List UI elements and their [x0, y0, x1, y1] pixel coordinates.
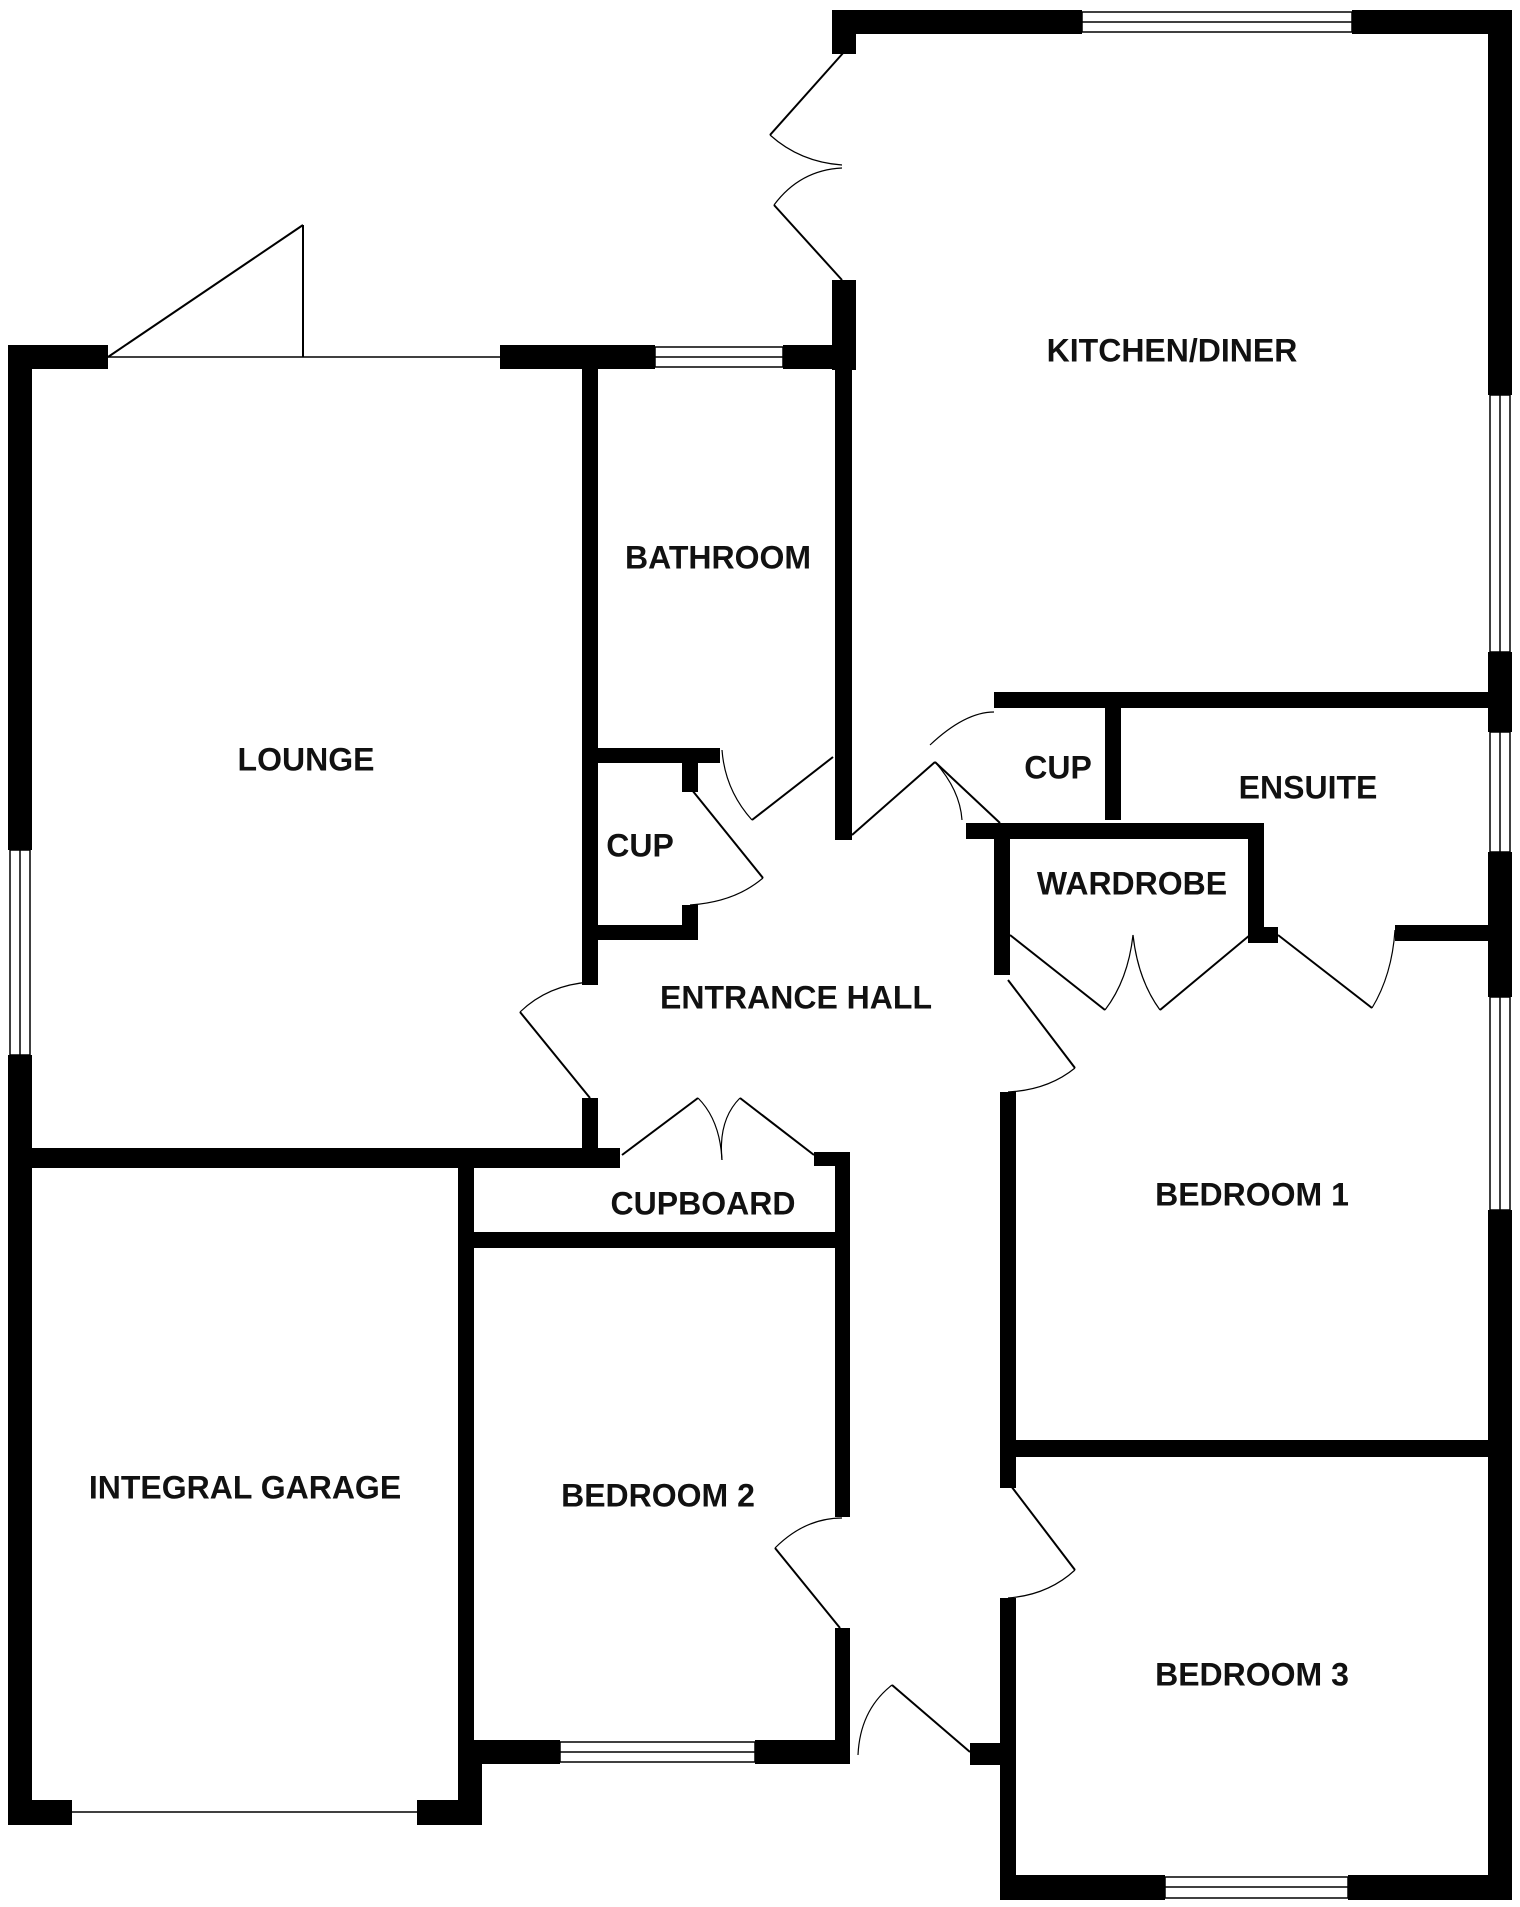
wall: [682, 762, 698, 792]
wall: [8, 1148, 620, 1168]
wall: [682, 905, 698, 940]
wall: [783, 345, 856, 369]
door-swing-arc: [773, 167, 843, 206]
label-ensuite: ENSUITE: [1239, 769, 1378, 805]
wall: [966, 823, 1261, 839]
room-labels: KITCHEN/DINER BATHROOM LOUNGE CUP CUP EN…: [89, 332, 1378, 1692]
wall: [835, 360, 852, 840]
wall: [500, 345, 655, 369]
wall: [832, 10, 1082, 34]
wall: [832, 10, 856, 54]
wall: [1488, 852, 1512, 997]
openings: [72, 356, 500, 1813]
doors: [107, 51, 1396, 1756]
wall: [994, 823, 1010, 975]
label-wardrobe: WARDROBE: [1037, 865, 1227, 901]
door-leaf: [107, 224, 304, 358]
door-leaf: [1007, 979, 1076, 1069]
wall: [582, 1098, 598, 1148]
wall: [1000, 1875, 1165, 1900]
wall: [755, 1740, 850, 1764]
door-leaf: [891, 1684, 971, 1753]
wall: [458, 1165, 474, 1755]
label-bathroom: BATHROOM: [625, 539, 811, 575]
wall: [1395, 925, 1512, 941]
door-swing-arc: [1132, 934, 1161, 1011]
wall: [582, 748, 720, 763]
door-leaf: [1007, 1481, 1076, 1571]
wall: [474, 1740, 560, 1764]
wall: [8, 1055, 32, 1825]
door-leaf: [1159, 934, 1251, 1011]
door-swing-arc: [1371, 929, 1396, 1009]
wall: [1000, 1092, 1016, 1488]
label-bedroom-2: BEDROOM 2: [561, 1477, 755, 1513]
door-swing-arc: [857, 1684, 893, 1756]
wall: [1488, 10, 1512, 395]
door-swing-arc: [519, 981, 591, 1013]
wall: [994, 692, 1512, 708]
wall: [970, 1743, 1016, 1765]
windows: [9, 11, 1511, 1899]
door-leaf: [691, 789, 764, 879]
door-swing-arc: [929, 711, 995, 746]
wall: [835, 1152, 850, 1517]
label-cupboard: CUPBOARD: [611, 1185, 796, 1221]
wall: [1348, 1875, 1512, 1900]
door-swing-arc: [1104, 934, 1134, 1011]
wall: [582, 360, 598, 985]
door-swing-arc: [721, 749, 753, 821]
door-swing-arc: [689, 877, 764, 906]
wall: [1488, 1210, 1512, 1900]
label-cup-bedroom: CUP: [1024, 749, 1092, 785]
door-leaf: [739, 1097, 815, 1156]
door-leaf: [773, 204, 843, 281]
door-leaf: [1277, 934, 1373, 1009]
door-leaf: [934, 761, 1001, 824]
wall: [1000, 1440, 1512, 1457]
wall: [835, 1628, 850, 1758]
label-integral-garage: INTEGRAL GARAGE: [89, 1469, 401, 1505]
wall: [1105, 700, 1121, 820]
label-lounge: LOUNGE: [238, 741, 375, 777]
wall: [1000, 1440, 1016, 1482]
wall: [1352, 10, 1504, 34]
label-cup-hall: CUP: [606, 827, 674, 863]
door-leaf: [519, 1011, 591, 1099]
door-swing-arc: [1007, 1067, 1076, 1093]
door-leaf: [851, 761, 936, 836]
door-swing-arc: [774, 1517, 843, 1549]
door-leaf: [751, 756, 834, 821]
wall: [8, 345, 32, 850]
wall: [8, 1800, 72, 1825]
door-swing-arc: [934, 761, 963, 821]
label-bedroom-1: BEDROOM 1: [1155, 1176, 1349, 1212]
walls: [8, 10, 1512, 1900]
door-leaf: [621, 1097, 699, 1156]
label-kitchen-diner: KITCHEN/DINER: [1047, 332, 1298, 368]
door-swing-arc: [697, 1097, 723, 1161]
wall: [1248, 823, 1264, 943]
label-bedroom-3: BEDROOM 3: [1155, 1656, 1349, 1692]
door-swing-arc: [720, 1097, 741, 1161]
wall: [474, 1232, 838, 1248]
wall: [582, 925, 697, 940]
door-leaf: [1009, 934, 1106, 1011]
wall: [1248, 927, 1278, 943]
door-swing-arc: [769, 134, 843, 166]
door-leaf: [774, 1547, 841, 1629]
label-entrance-hall: ENTRANCE HALL: [660, 979, 932, 1015]
door-leaf: [769, 51, 845, 136]
door-swing-arc: [1007, 1569, 1076, 1599]
